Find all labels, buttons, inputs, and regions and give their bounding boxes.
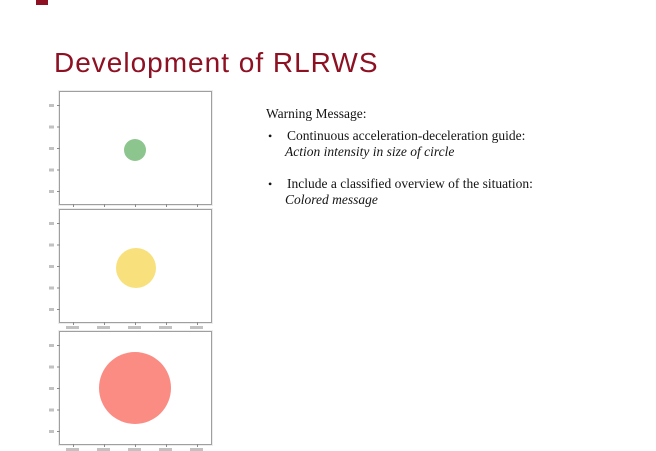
y-axis-ticks [57, 345, 60, 432]
x-axis-ticks [73, 322, 199, 325]
slide-accent-mark [36, 0, 48, 5]
x-axis-ticks [73, 444, 199, 447]
y-axis-tick-labels [49, 104, 54, 193]
bullet-item-2: • Include a classified overview of the s… [266, 176, 616, 208]
bubble-red [99, 352, 171, 424]
bullet-label: Include a classified overview of the sit… [287, 176, 533, 191]
bullet-icon: • [268, 177, 273, 191]
warning-message-block: Warning Message: • Continuous accelerati… [266, 106, 616, 208]
page-title: Development of RLRWS [54, 47, 379, 78]
warning-heading: Warning Message: [266, 106, 367, 121]
x-axis-ticks [73, 204, 199, 207]
bullet-item-1: • Continuous acceleration-deceleration g… [266, 128, 616, 160]
bullet-detail: Colored message [285, 192, 378, 207]
bullet-label: Continuous acceleration-deceleration gui… [287, 128, 526, 143]
x-axis-tick-labels [66, 448, 206, 451]
y-axis-tick-labels [49, 344, 54, 433]
bullet-icon: • [268, 129, 273, 143]
y-axis-ticks [57, 223, 60, 310]
y-axis-ticks [57, 105, 60, 192]
chart-panel-red [49, 331, 212, 451]
bullet-detail: Action intensity in size of circle [285, 144, 455, 159]
bubble-yellow [116, 248, 156, 288]
x-axis-tick-labels [66, 326, 206, 329]
chart-panel-green [49, 91, 212, 211]
y-axis-tick-labels [49, 222, 54, 311]
chart-panel-yellow [49, 209, 212, 329]
bubble-green [124, 139, 146, 161]
